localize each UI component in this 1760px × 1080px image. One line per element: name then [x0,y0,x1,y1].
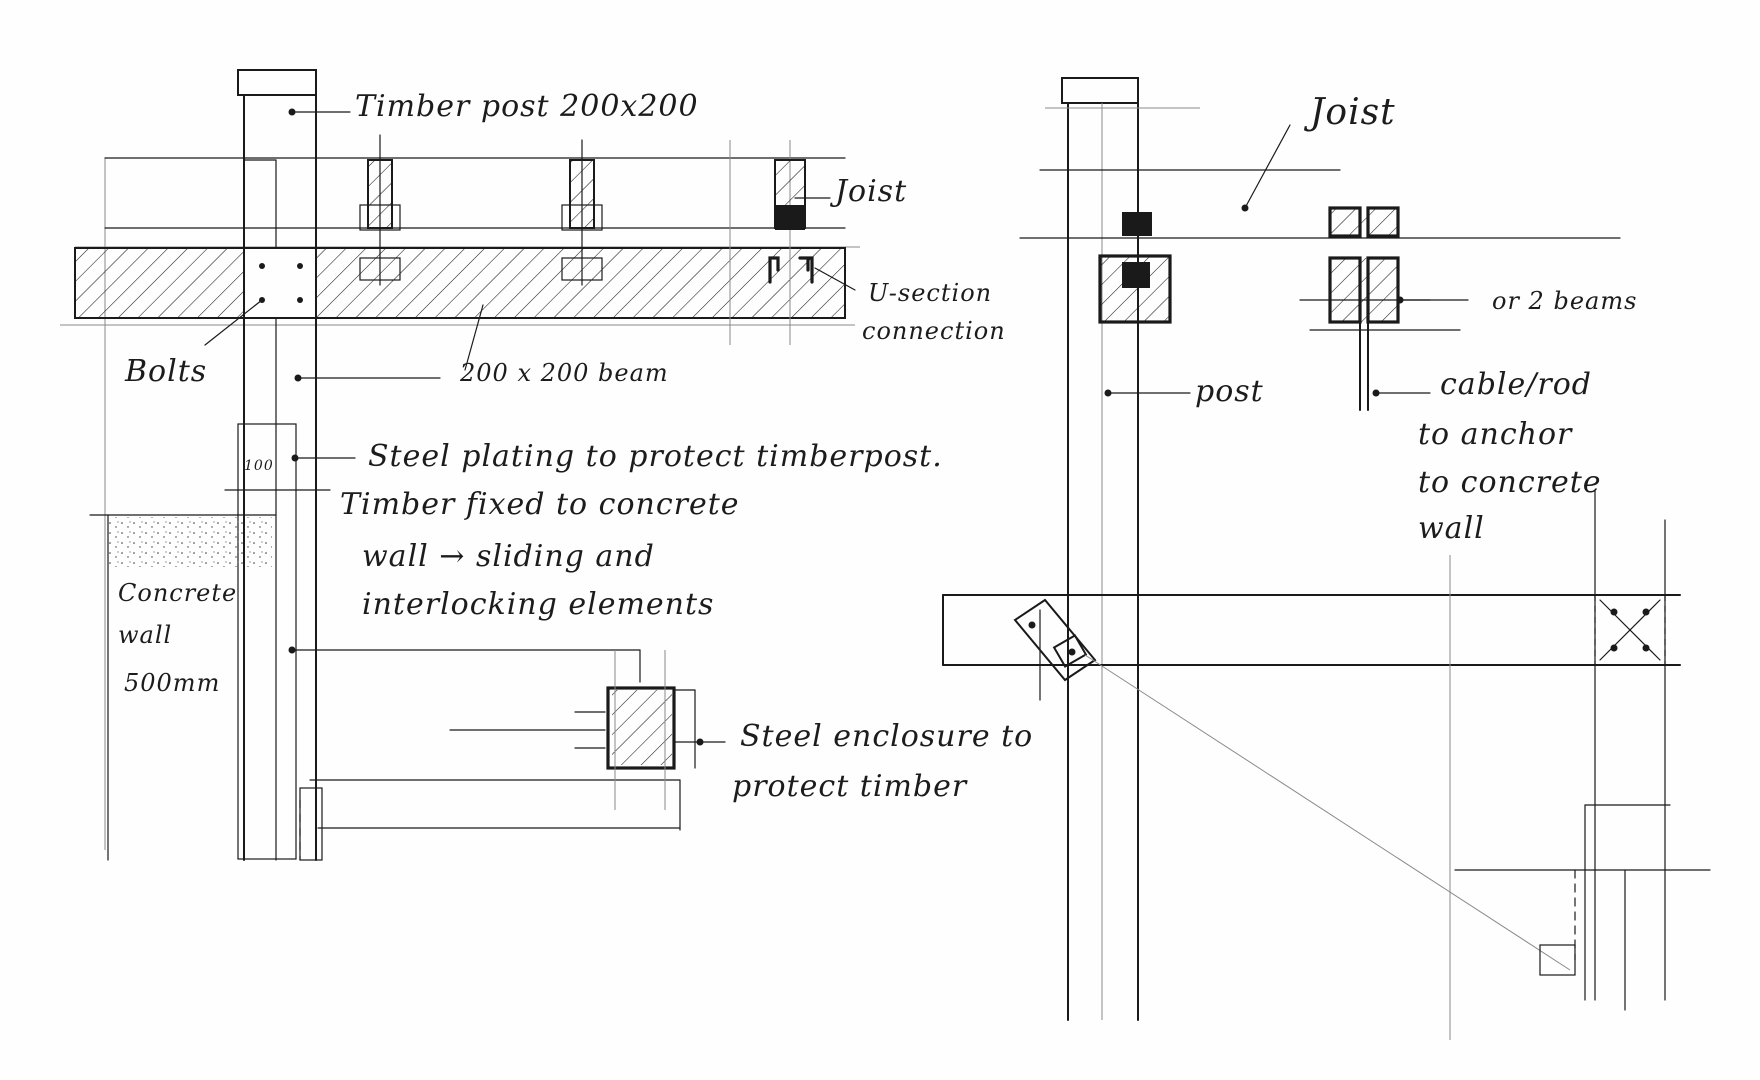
label-or-2-beams: or 2 beams [1492,287,1638,315]
label-to-concrete: to concrete [1418,465,1602,500]
label-timber-post: Timber post 200x200 [355,89,699,124]
label-timber-fixed-2: wall → sliding and [362,539,655,574]
label-cable-wall: wall [1418,511,1485,546]
label-dim-100: 100 [244,458,274,474]
label-steel-enclosure: Steel enclosure to [740,719,1034,754]
joist-1 [359,134,401,286]
label-timber-fixed-1: Timber fixed to concrete [340,487,740,522]
label-post: post [1195,374,1264,409]
joist-3 [729,140,814,345]
right-elevation [942,77,1711,1040]
steel-enclosure-section [288,646,726,831]
label-concrete-wall: wall [118,621,173,649]
joist-2 [561,139,603,286]
label-joist-right: Joist [1310,92,1396,133]
left-elevation [60,69,860,861]
label-protect-timber: protect timber [732,769,968,804]
label-concrete: Concrete [118,579,238,607]
label-concrete-thickness: 500mm [124,669,221,697]
label-u-section: U-section [868,279,993,307]
label-cable-rod: cable/rod [1440,367,1592,402]
label-beam: 200 x 200 beam [460,359,669,387]
label-to-anchor: to anchor [1418,417,1573,452]
label-timber-fixed-3: interlocking elements [362,587,715,622]
label-steel-plating: Steel plating to protect timberpost. [368,439,943,474]
label-bolts: Bolts [125,354,208,389]
label-joist-left: Joist [835,174,908,209]
label-u-section-connection: connection [862,317,1006,345]
